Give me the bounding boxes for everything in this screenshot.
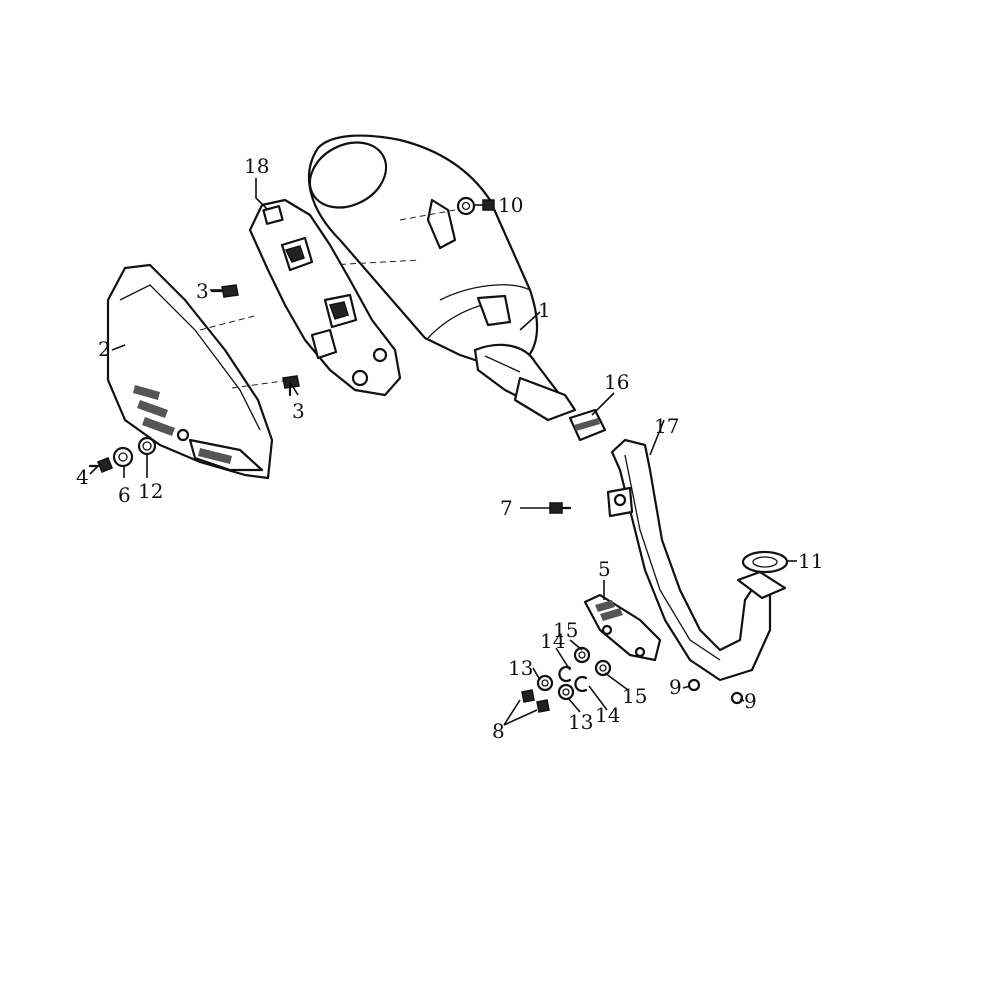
clip-14-right [574,675,588,693]
washer-15-left [573,646,591,664]
heat-shield-bracket [248,198,402,397]
bolt-3-upper [210,284,239,298]
gasket-16 [568,408,607,442]
callout-18: 18 [244,154,269,178]
callout-11: 11 [798,549,823,573]
bolt-4 [88,457,113,473]
washer-13-right [557,683,575,701]
bolt-3-lower [282,375,300,397]
muffler-cover [106,263,291,480]
muffler-body [307,134,577,422]
callout-2: 2 [98,337,111,361]
callout-13-left: 13 [508,656,533,680]
callout-7: 7 [500,496,513,520]
callout-9-right: 9 [744,689,757,713]
callout-14-left: 14 [540,629,565,653]
bolt-7 [549,502,572,514]
callout-15-left: 15 [553,618,578,642]
callout-labels: 18 10 1 2 3 3 16 17 4 6 12 7 11 5 14 15 … [76,154,823,743]
callout-3-upper: 3 [196,279,209,303]
callout-8: 8 [492,719,505,743]
callout-10: 10 [498,193,523,217]
callout-1: 1 [538,298,551,322]
nut-9-left [687,678,701,692]
clip-14-left [558,665,572,683]
bolt-8-a [521,689,535,703]
callout-6: 6 [118,483,131,507]
washer-13-left [536,674,554,692]
pipe-guard-5 [583,593,662,662]
callout-5: 5 [598,557,611,581]
washer-6 [112,446,134,468]
leader-lines [89,178,797,726]
callout-9-left: 9 [669,675,682,699]
callout-3-lower: 3 [292,399,305,423]
callout-17: 17 [654,414,679,438]
callout-15-right: 15 [622,684,647,708]
nut-10 [456,196,495,216]
callout-12: 12 [138,479,163,503]
washer-12 [137,436,157,456]
callout-16: 16 [604,370,629,394]
flange-gasket-11 [736,550,789,600]
callout-13-right: 13 [568,710,593,734]
bolt-8-b [536,699,550,713]
callout-4: 4 [76,465,89,489]
washer-15-right [594,659,612,677]
callout-14-right: 14 [595,703,620,727]
nut-9-right [730,691,744,705]
